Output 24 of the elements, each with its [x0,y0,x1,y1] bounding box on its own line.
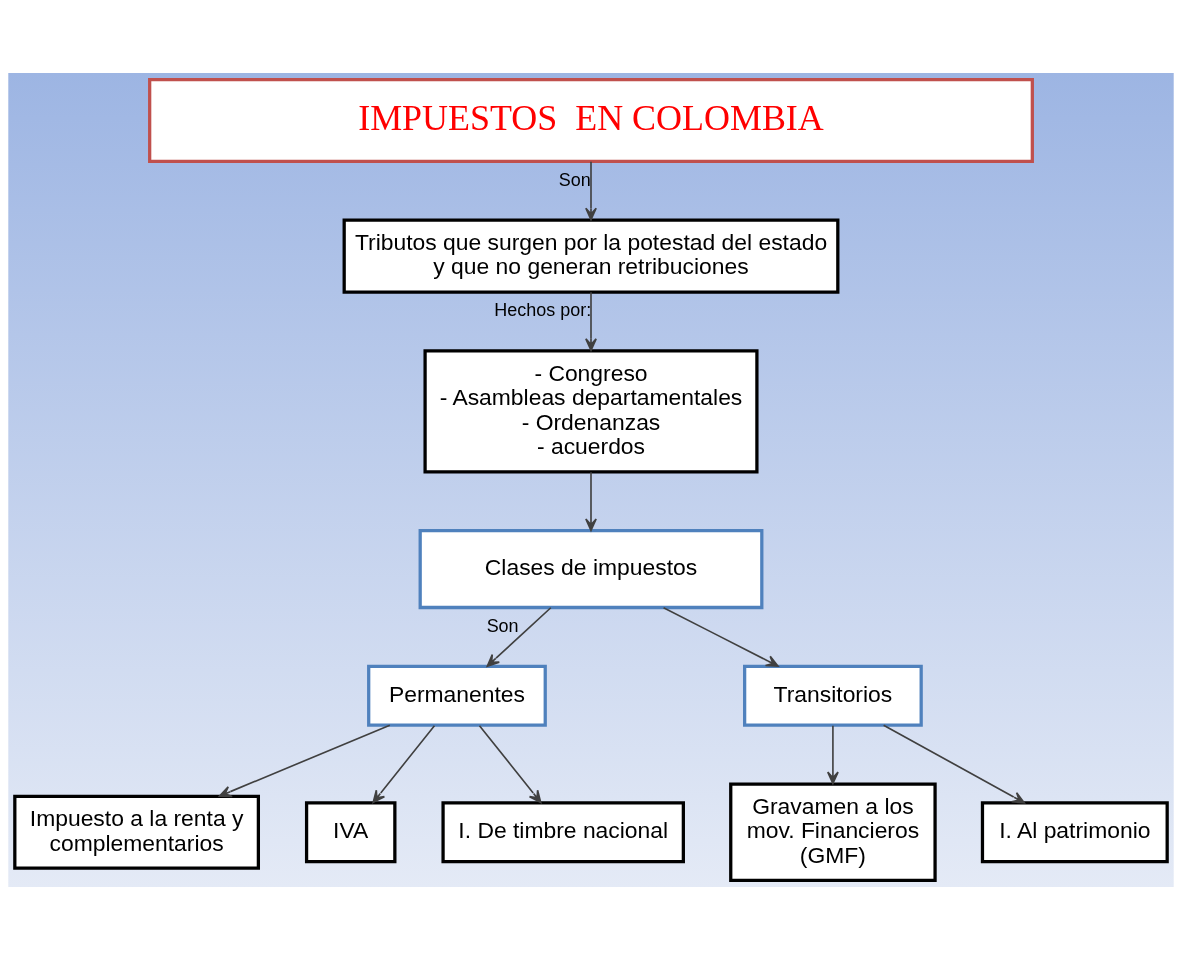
arrow [478,724,542,803]
node-box: Clases de impuestos [418,528,764,609]
arrow [882,724,1025,804]
node-box: - Congreso - Asambleas departamentales - Ordenanzas - acuerdos [423,348,759,473]
node-box: IVA [304,800,397,863]
arrow [218,724,391,797]
arrow [486,606,552,667]
arrow [826,724,839,784]
node-box: I. De timbre nacional [441,800,685,863]
edge-label: Son [558,169,591,190]
node-box: Transitorios [743,664,923,727]
node-box: IMPUESTOS EN COLOMBIA [148,77,1034,163]
arrow [662,606,779,667]
arrow [585,290,597,351]
node-box: Permanentes [367,664,547,727]
node-box: Impuesto a la renta y complementarios [13,794,260,870]
edge-label: Hechos por: [494,299,592,320]
node-box: Tributos que surgen por la potestad del estado y que no generan retribuciones [342,217,840,294]
arrow [585,160,597,220]
node-box: Gravamen a los mov. Financieros (GMF) [729,781,937,882]
arrow [585,470,597,531]
edge-label: Son [486,615,519,636]
arrow [372,724,436,803]
node-box: I. Al patrimonio [980,800,1169,863]
